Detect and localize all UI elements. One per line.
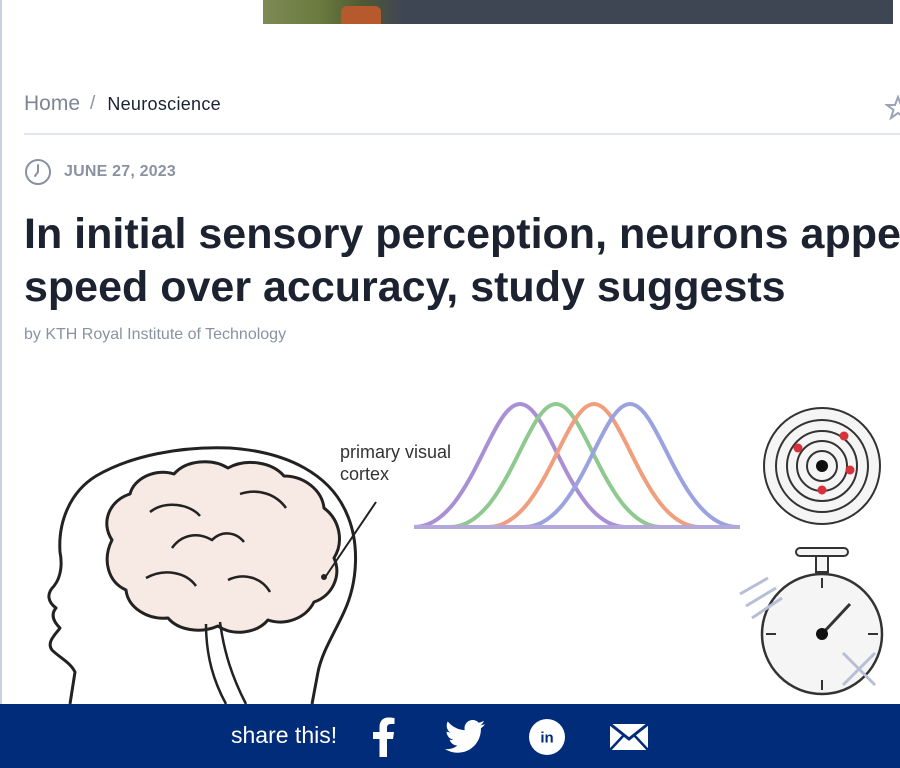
article-date-row: JUNE 27, 2023	[24, 158, 176, 186]
share-bar: share this! in	[0, 704, 900, 768]
brain-fold-5	[227, 575, 272, 593]
tuning-curve-3	[487, 401, 701, 529]
bookmark-star-icon[interactable]	[885, 95, 900, 121]
banner-image-figure	[341, 6, 381, 24]
tuning-curve-2	[449, 401, 663, 529]
accuracy-target-icon	[763, 407, 881, 525]
brain-fold-3	[239, 490, 288, 509]
article-title-line-2: speed over accuracy, study suggests	[24, 263, 786, 311]
brain-outline	[105, 460, 341, 634]
brain-fold-2	[170, 532, 245, 549]
cortex-label-line-2: cortex	[340, 464, 389, 484]
article-title: In initial sensory perception, neurons a…	[24, 208, 900, 314]
left-edge-rule	[0, 0, 2, 768]
linkedin-icon: in	[529, 719, 565, 755]
brain-fold-1	[149, 503, 201, 517]
email-share-button[interactable]	[609, 718, 649, 756]
breadcrumb-current-link[interactable]: Neuroscience	[107, 93, 221, 114]
banner-image-foliage	[263, 0, 403, 24]
share-label: share this!	[231, 722, 338, 748]
linkedin-share-button[interactable]: in	[528, 718, 566, 756]
facebook-icon	[373, 717, 395, 757]
cortex-pointer-line	[325, 501, 377, 577]
twitter-icon	[445, 720, 485, 753]
breadcrumb-separator: /	[90, 93, 96, 114]
svg-text:in: in	[540, 730, 553, 747]
tuning-curve-4	[523, 401, 739, 529]
close-icon[interactable]	[838, 648, 880, 690]
breadcrumb-home-link[interactable]: Home	[24, 92, 81, 115]
breadcrumb: Home / Neuroscience	[24, 86, 221, 122]
article-byline: by KTH Royal Institute of Technology	[24, 326, 287, 343]
brain-fold-4	[145, 571, 198, 587]
facebook-share-button[interactable]	[370, 717, 396, 757]
email-icon	[609, 723, 649, 751]
article-date: JUNE 27, 2023	[64, 163, 177, 180]
top-banner-image	[263, 0, 893, 24]
twitter-share-button[interactable]	[444, 718, 486, 756]
cortex-label-line-1: primary visual	[340, 442, 451, 462]
tuning-curves	[413, 401, 740, 529]
tuning-curve-1	[413, 401, 627, 529]
breadcrumb-divider	[24, 133, 900, 135]
clock-icon	[25, 159, 51, 185]
cortex-pointer-dot	[321, 574, 327, 580]
brain-stem	[204, 621, 248, 704]
article-title-line-1: In initial sensory perception, neurons a…	[24, 210, 900, 258]
article-figure: primary visual cortex	[47, 401, 884, 704]
